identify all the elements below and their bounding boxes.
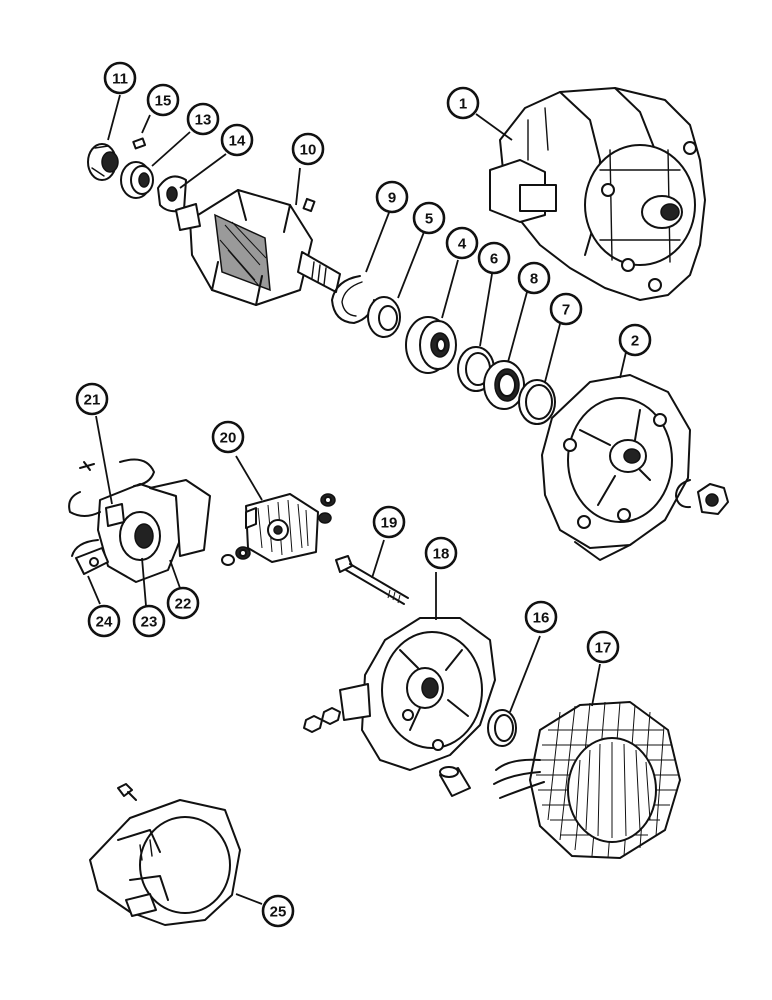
callout-circle [549,292,583,326]
callout-number: 20 [220,430,237,447]
part-2-drive-end-housing [541,374,691,561]
callout-number: 25 [270,904,287,921]
part-15-key [132,137,147,150]
callout-number: 4 [458,236,467,253]
callout-13: 13 [186,102,220,136]
part-14-spacer [157,175,187,213]
spacer-sleeve [439,766,471,797]
callout-circle [412,201,446,235]
callout-number: 9 [388,190,396,207]
callout-circle [261,894,295,928]
callout-number: 5 [425,211,433,228]
callout-number: 16 [533,610,550,627]
part-25-cover [89,783,241,926]
part-5-washer [367,296,401,338]
callout-21: 21 [75,382,109,416]
callout-number: 24 [96,614,113,631]
callout-circle [445,226,479,260]
part-20-rectifier [245,493,319,563]
part-8-washer [483,360,525,410]
part-19-through-bolt [335,555,409,605]
callout-16: 16 [524,600,558,634]
callout-14: 14 [220,123,254,157]
callout-number: 21 [84,392,101,409]
callout-number: 23 [141,614,158,631]
callout-2: 2 [618,323,652,357]
callout-20: 20 [211,420,245,454]
callout-8: 8 [517,261,551,295]
callout-number: 11 [112,71,128,88]
part-13-bearing [120,161,154,199]
alternator-assembly [489,87,706,301]
callout-5: 5 [412,201,446,235]
part-4-bearing [405,316,457,374]
callout-number: 2 [631,333,639,350]
callout-circle [375,180,409,214]
part-21-brush-holder [68,458,211,583]
callout-23: 23 [132,604,166,638]
callout-1: 1 [446,86,480,120]
callout-number: 8 [530,271,538,288]
nuts-18 [303,707,341,733]
callout-4: 4 [445,226,479,260]
callout-circle [618,323,652,357]
callout-circle [477,241,511,275]
callout-circle [75,382,109,416]
callout-labels: 11 15 13 14 10 9 5 4 6 8 7 1 2 21 22 23 24 20 19 18 16 17 25 [75,61,652,928]
callout-number: 6 [490,251,498,268]
callout-17: 17 [586,630,620,664]
callout-19: 19 [372,505,406,539]
callout-number: 10 [300,142,317,159]
callout-circle [146,83,180,117]
part-18-slip-ring-end-housing [339,617,496,771]
leader-lines [87,94,627,905]
callout-circle [372,505,406,539]
callout-circle [524,600,558,634]
callout-number: 18 [433,546,450,563]
callout-18: 18 [424,536,458,570]
callout-circle [586,630,620,664]
callout-circle [87,604,121,638]
part-24-terminal [71,539,109,575]
callout-circle [166,586,200,620]
callout-circle [517,261,551,295]
callout-10: 10 [291,132,325,166]
part-10-rotor [175,189,341,306]
callout-number: 13 [195,112,212,129]
callout-circle [186,102,220,136]
callout-15: 15 [146,83,180,117]
callout-24: 24 [87,604,121,638]
callout-9: 9 [375,180,409,214]
callout-number: 14 [229,133,246,150]
callout-25: 25 [261,894,295,928]
callout-number: 17 [595,640,612,657]
part-7-ring [518,379,556,425]
callout-number: 19 [381,515,398,532]
callout-circle [446,86,480,120]
callout-6: 6 [477,241,511,275]
lock-washer-and-nut [675,479,729,515]
part-16-ring [487,709,517,747]
callout-number: 7 [562,302,570,319]
callout-circle [220,123,254,157]
callout-number: 15 [155,93,172,110]
callout-circle [291,132,325,166]
callout-22: 22 [166,586,200,620]
small-washers-20 [221,493,336,566]
callout-7: 7 [549,292,583,326]
callout-number: 1 [459,96,467,113]
callout-11: 11 [103,61,137,95]
callout-circle [103,61,137,95]
part-11-nut [87,143,119,181]
callout-number: 22 [175,596,192,613]
callout-circle [211,420,245,454]
callout-circle [132,604,166,638]
part-17-stator [493,701,681,859]
callout-circle [424,536,458,570]
